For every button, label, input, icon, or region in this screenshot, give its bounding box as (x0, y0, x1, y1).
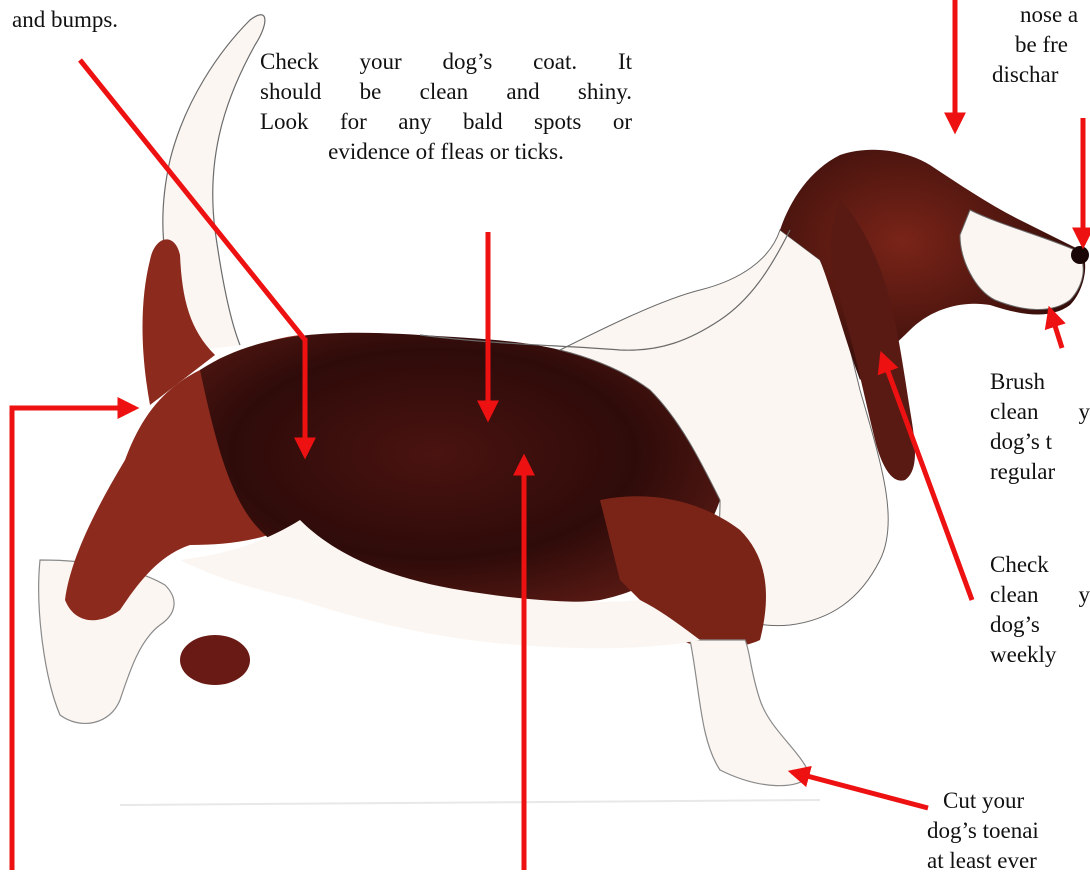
label-line: dog’s (990, 610, 1090, 640)
label-nose: nose a be fre dischar (998, 0, 1078, 90)
label-line: dischar (992, 60, 1078, 90)
label-line: nose a (998, 0, 1078, 30)
label-line: dog’s t (990, 427, 1090, 457)
label-line: Look for any bald spots or (260, 107, 632, 137)
label-line: Brush (990, 367, 1090, 397)
label-line: dog’s toenai (927, 816, 1039, 846)
label-line: Check your dog’s coat. It (260, 47, 632, 77)
label-teeth: Brush clean y dog’s t regular (990, 367, 1090, 487)
ground-line (120, 800, 820, 805)
nose (1071, 246, 1089, 264)
label-line: weekly (990, 640, 1090, 670)
label-line: and bumps. (12, 5, 118, 35)
label-line: at least ever (927, 846, 1039, 876)
label-line: clean y (990, 580, 1090, 610)
label-ears: Check clean y dog’s weekly (990, 550, 1090, 670)
label-line: evidence of fleas or ticks. (260, 137, 632, 167)
label-toenails: Cut your dog’s toenai at least ever (943, 786, 1039, 876)
label-lumps-bumps: and bumps. (12, 5, 118, 35)
label-coat: Check your dog’s coat. It should be clea… (260, 47, 632, 167)
label-line: clean y (990, 397, 1090, 427)
label-line: be fre (998, 30, 1078, 60)
label-line: should be clean and shiny. (260, 77, 632, 107)
teeth-arrow (1050, 310, 1062, 348)
label-line: regular (990, 457, 1090, 487)
label-line: Cut your (943, 786, 1039, 816)
rear-paw-shadow (180, 635, 250, 685)
front-paw (690, 640, 810, 786)
toenails-arrow (792, 772, 928, 808)
label-line: Check (990, 550, 1090, 580)
